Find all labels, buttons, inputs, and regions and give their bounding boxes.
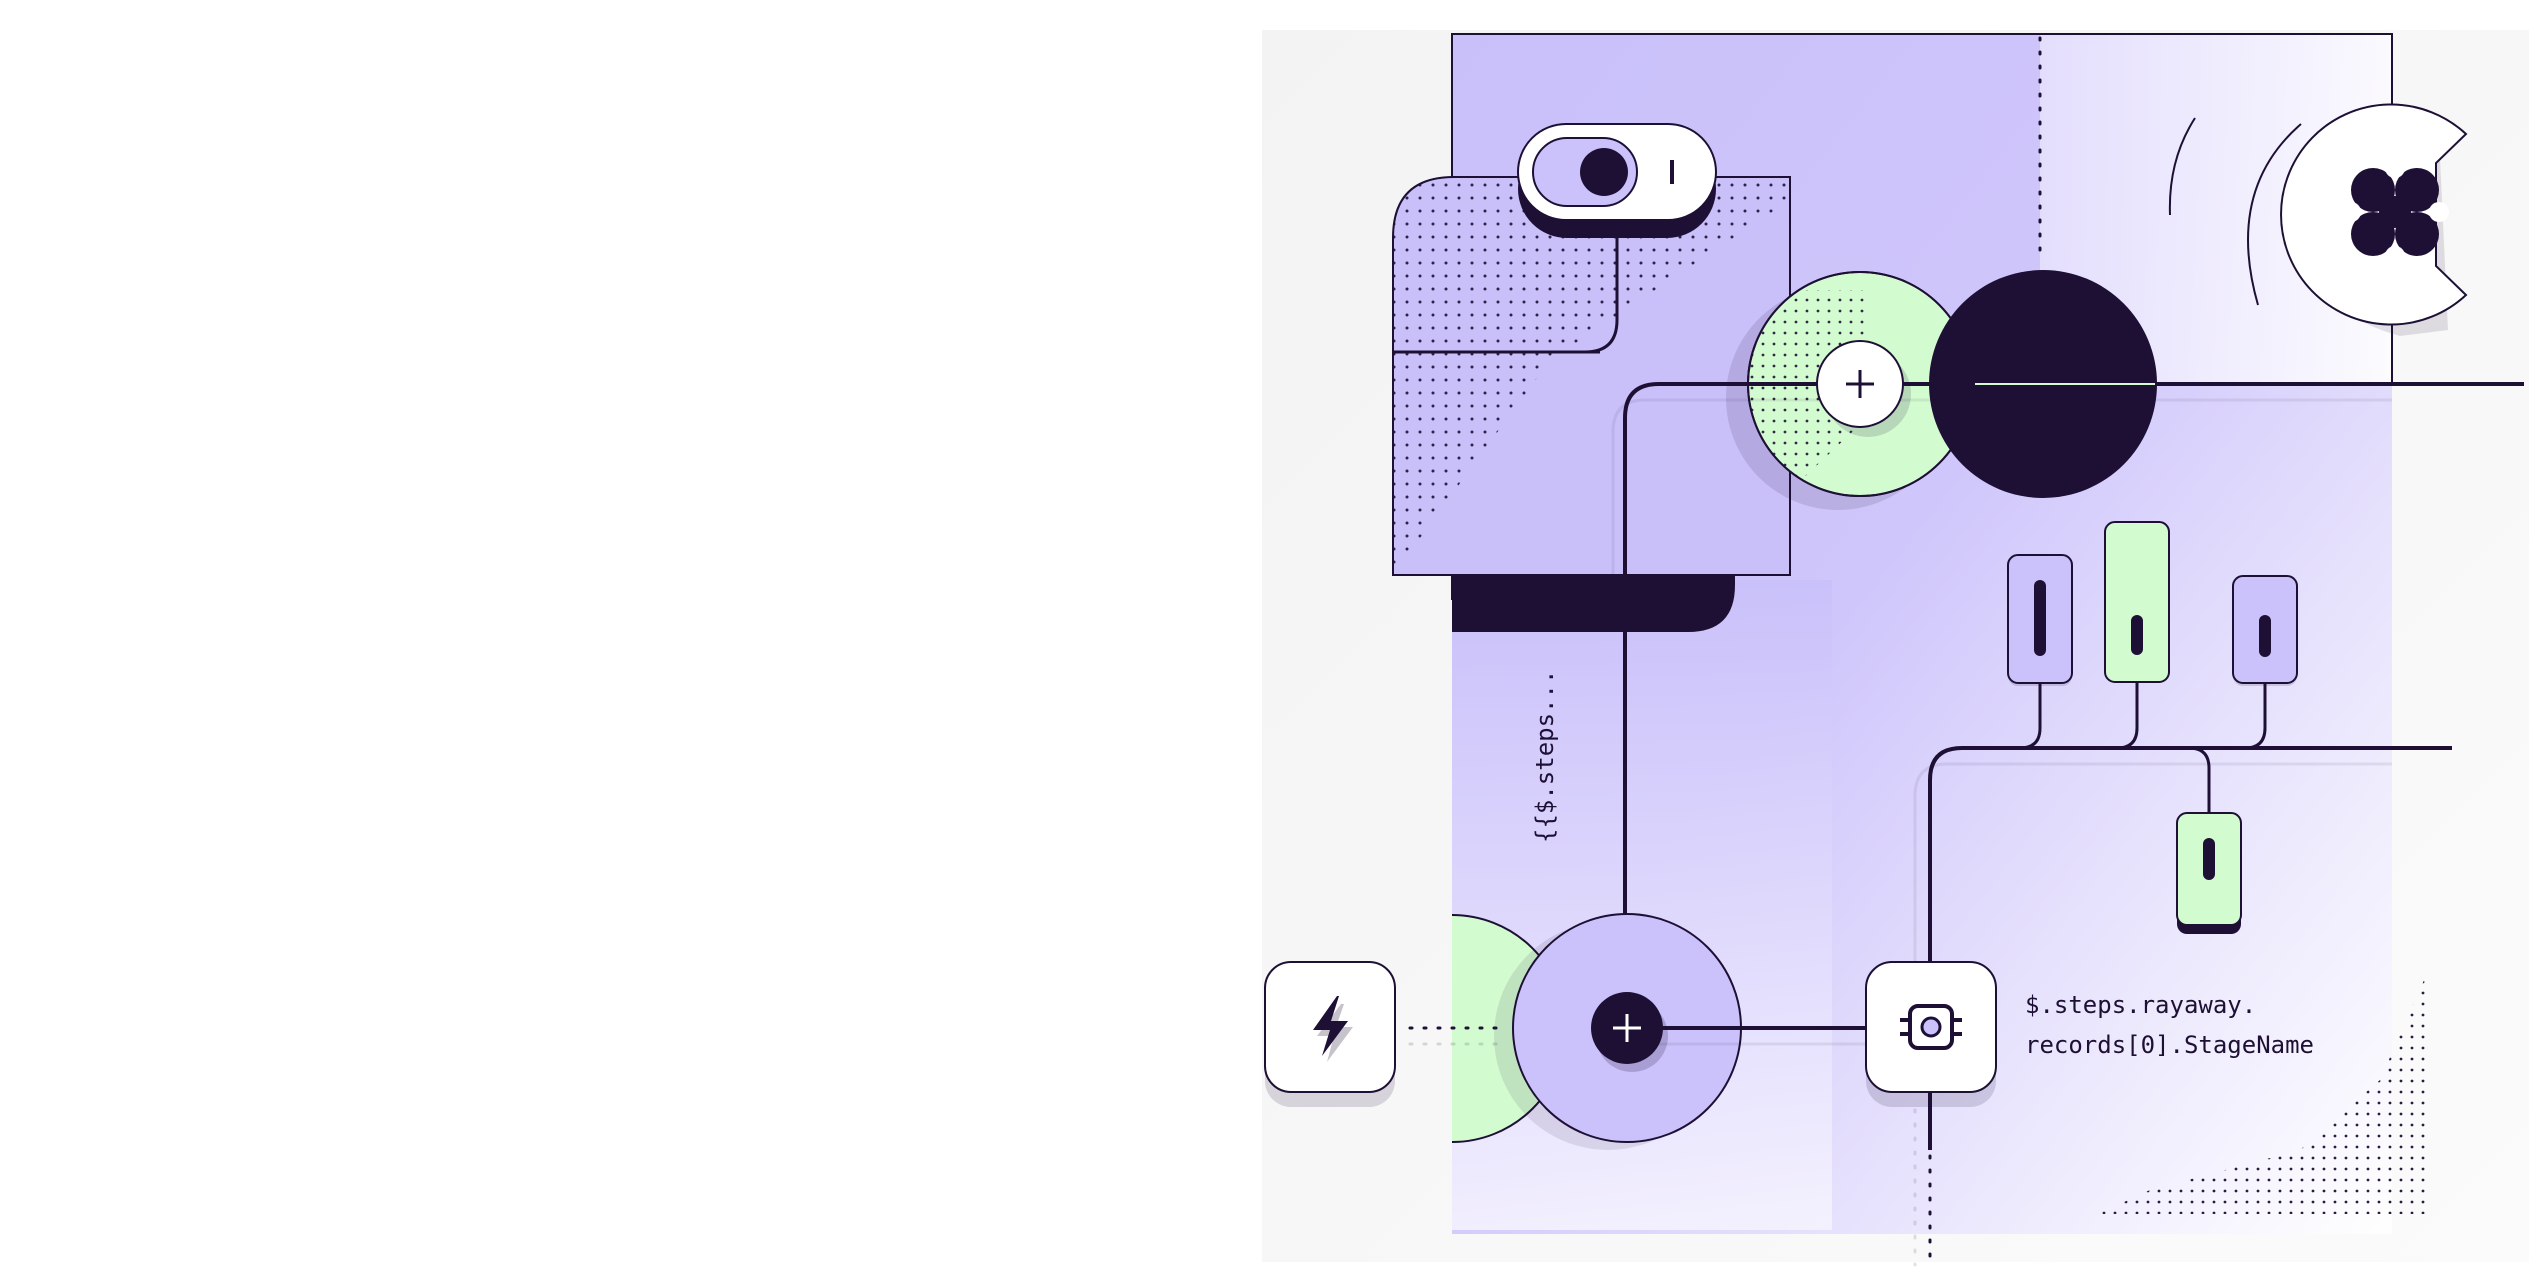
dotted-box-border <box>1392 176 1791 576</box>
signal-arc-inner <box>2168 117 2196 216</box>
pill-1 <box>2007 554 2073 686</box>
four-petal-logo-icon <box>2341 158 2449 266</box>
add-button-top[interactable] <box>1816 340 1911 437</box>
plus-icon <box>1613 1014 1641 1042</box>
pill-2-connector <box>2116 682 2139 750</box>
connector-shadow-top <box>1611 398 2392 580</box>
dark-tab <box>1452 575 1735 632</box>
pill-3-connector <box>2244 683 2267 750</box>
dotted-box-pattern-left <box>1393 360 1550 575</box>
branch-connector <box>1928 746 2452 1150</box>
pill-1-connector <box>2019 683 2042 750</box>
pill-2 <box>2104 521 2170 683</box>
toggle-switch[interactable] <box>1517 123 1717 238</box>
main-connector-top <box>1623 382 2524 1020</box>
dotted-triangle <box>2098 978 2425 1214</box>
connector-card[interactable] <box>1865 961 1997 1107</box>
pill-4-connector <box>2188 746 2211 813</box>
trigger-card[interactable] <box>1264 961 1396 1107</box>
vertical-code-snippet: {{$.steps... <box>1531 670 1559 843</box>
chip-icon <box>1900 1004 1962 1050</box>
lightning-icon <box>1313 996 1353 1062</box>
plus-icon <box>1846 370 1874 398</box>
pill-3 <box>2232 575 2298 686</box>
branch-connector-shadow <box>1913 762 2392 1000</box>
logo-badge <box>2168 103 2468 336</box>
toggle-knob <box>1580 148 1628 196</box>
code-line-2: records[0].StageName <box>2025 1031 2314 1059</box>
add-button-bottom[interactable] <box>1591 992 1668 1072</box>
toggle-connector <box>1400 238 1619 354</box>
pill-4 <box>2176 812 2242 934</box>
code-line-1: $.steps.rayaway. <box>2025 991 2256 1019</box>
signal-arc-outer <box>2247 123 2302 306</box>
